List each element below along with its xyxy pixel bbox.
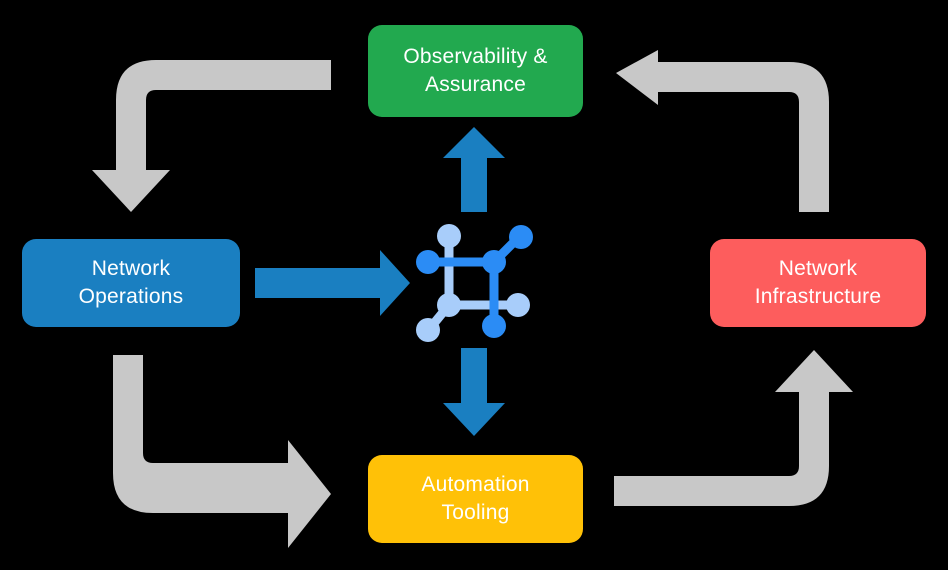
arrow-infrastructure-to-observability bbox=[616, 50, 829, 212]
node-light-top bbox=[437, 224, 461, 248]
arrow-observability-to-operations bbox=[92, 60, 331, 212]
node-box-operations[interactable]: Network Operations bbox=[22, 239, 240, 327]
arrow-operations-to-automation bbox=[113, 355, 331, 548]
node-light-center-bottom bbox=[437, 293, 461, 317]
node-box-automation[interactable]: Automation Tooling bbox=[368, 455, 583, 543]
network-icon-nodes bbox=[416, 224, 533, 342]
arrow-center-to-observability bbox=[443, 127, 505, 212]
arrow-automation-to-infrastructure bbox=[614, 350, 853, 506]
node-dark-hub bbox=[482, 250, 506, 274]
node-box-observability[interactable]: Observability & Assurance bbox=[368, 25, 583, 117]
node-box-infrastructure[interactable]: Network Infrastructure bbox=[710, 239, 926, 327]
node-light-bottom-left bbox=[416, 318, 440, 342]
arrow-center-to-automation bbox=[443, 348, 505, 436]
arrow-operations-to-center bbox=[255, 250, 410, 316]
node-dark-top-right bbox=[509, 225, 533, 249]
node-dark-left bbox=[416, 250, 440, 274]
node-light-right bbox=[506, 293, 530, 317]
node-dark-bottom bbox=[482, 314, 506, 338]
